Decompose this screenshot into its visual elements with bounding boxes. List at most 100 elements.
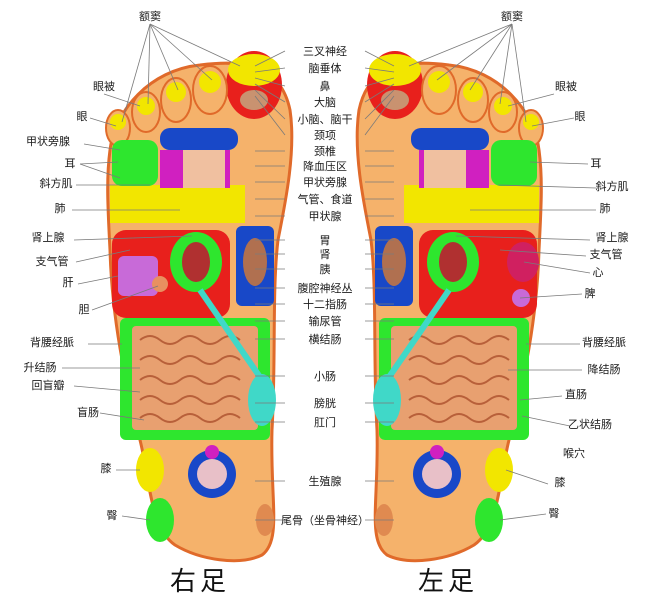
right-reproductive-top bbox=[205, 445, 219, 459]
right-gallbladder bbox=[152, 276, 168, 292]
left-eye-area bbox=[411, 128, 489, 150]
left-foot-label-0-line bbox=[511, 23, 527, 123]
center-label-17: 横结肠 bbox=[309, 332, 342, 346]
center-label-2: 鼻 bbox=[320, 79, 331, 93]
left-reproductive-inner bbox=[422, 459, 452, 489]
center-label-4-line bbox=[364, 89, 395, 120]
left-foot-label-16-line bbox=[499, 513, 547, 521]
left-foot-label-9: 脾 bbox=[585, 286, 596, 300]
right-foot-label-8-line bbox=[75, 249, 131, 263]
center-label-8: 甲状旁腺 bbox=[303, 175, 347, 189]
right-foot-label-10: 胆 bbox=[79, 303, 90, 316]
center-label-4: 小脑、脑干 bbox=[298, 113, 353, 126]
right-toe-3-dot bbox=[166, 82, 186, 102]
right-foot-label-7-line bbox=[73, 235, 193, 241]
center-label-3: 大脑 bbox=[314, 95, 336, 109]
left-bladder bbox=[373, 374, 401, 426]
left-hip bbox=[475, 498, 503, 542]
left-toe-4-dot bbox=[494, 97, 512, 115]
left-toe-3-dot bbox=[463, 82, 483, 102]
center-label-14: 腹腔神经丛 bbox=[298, 281, 353, 295]
right-foot-label-8: 支气管 bbox=[36, 254, 69, 268]
left-foot-label-12-line bbox=[519, 395, 563, 401]
right-foot-label-4: 耳 bbox=[65, 157, 76, 170]
right-foot-label-2: 眼 bbox=[77, 110, 88, 123]
left-reproductive-top bbox=[430, 445, 444, 459]
left-foot-label-7-line bbox=[499, 249, 587, 257]
right-foot-label-13: 回盲瓣 bbox=[32, 378, 65, 392]
right-toe-5-dot bbox=[110, 114, 126, 130]
leader-lines bbox=[62, 23, 597, 521]
left-kidney bbox=[439, 242, 467, 282]
center-label-9: 气管、食道 bbox=[298, 192, 353, 206]
right-ear-area bbox=[112, 140, 158, 186]
right-liver bbox=[118, 256, 158, 296]
center-label-20: 肛门 bbox=[314, 415, 336, 429]
left-ureter bbox=[384, 288, 452, 382]
right-foot-label-0-line bbox=[149, 23, 179, 91]
right-intestine-coils bbox=[139, 335, 241, 423]
right-shoulder-band bbox=[110, 185, 245, 223]
left-foot-label-0-line bbox=[436, 23, 513, 81]
left-foot-label-14: 喉穴 bbox=[563, 446, 585, 460]
center-label-1-line bbox=[254, 67, 286, 73]
left-foot-label-2-line bbox=[531, 117, 575, 127]
right-foot-label-0-line bbox=[149, 23, 213, 81]
right-foot-label-16-line bbox=[121, 515, 151, 521]
right-foot-label-4-line bbox=[79, 163, 121, 179]
left-foot-label-10: 背腰经脈 bbox=[582, 335, 626, 349]
right-foot-label-16: 臀 bbox=[107, 509, 118, 522]
center-label-1: 脑垂体 bbox=[309, 61, 342, 75]
left-foot-label-1: 眼被 bbox=[555, 80, 577, 93]
center-label-2-line bbox=[364, 77, 395, 87]
left-heart bbox=[507, 242, 539, 282]
left-shoulder-band bbox=[404, 185, 539, 223]
center-label-12: 肾 bbox=[320, 248, 331, 261]
left-foot-label-6: 肾上腺 bbox=[596, 230, 629, 244]
left-foot-label-1-line bbox=[507, 93, 555, 107]
right-foot-label-1-line bbox=[103, 93, 141, 107]
right-foot bbox=[105, 51, 294, 563]
left-foot-label-15: 膝 bbox=[555, 476, 566, 489]
center-label-21: 生殖腺 bbox=[309, 474, 342, 488]
right-foot-label-15: 膝 bbox=[101, 462, 112, 475]
left-foot-label-8-line bbox=[523, 261, 591, 274]
right-foot-label-13-line bbox=[73, 385, 141, 393]
right-hip bbox=[146, 498, 174, 542]
right-foot-label-2-line bbox=[89, 117, 117, 127]
center-label-3-line bbox=[254, 83, 286, 103]
right-lung-inner bbox=[183, 150, 225, 188]
right-foot-label-10-line bbox=[91, 285, 159, 311]
left-foot-label-11: 降结肠 bbox=[588, 362, 621, 376]
center-label-11: 胃 bbox=[320, 234, 331, 247]
left-foot-label-2: 眼 bbox=[575, 110, 586, 123]
left-knee bbox=[485, 448, 513, 492]
right-foot-label-9: 肝 bbox=[63, 276, 74, 289]
right-foot-label-0-line bbox=[147, 23, 151, 105]
left-foot-label-8: 心 bbox=[593, 266, 604, 279]
left-foot-label-5: 肺 bbox=[600, 202, 611, 215]
center-label-4-line bbox=[254, 89, 286, 120]
center-label-13: 胰 bbox=[320, 262, 331, 276]
center-label-10: 甲状腺 bbox=[309, 209, 342, 223]
left-toe-2-dot bbox=[428, 71, 450, 93]
left-stomach bbox=[382, 238, 406, 286]
left-big-toe-top bbox=[369, 54, 421, 86]
center-label-7: 降血压区 bbox=[303, 159, 347, 173]
right-foot-label-14: 盲肠 bbox=[77, 405, 99, 419]
right-kidney bbox=[182, 242, 210, 282]
right-foot-label-14-line bbox=[99, 412, 145, 421]
left-foot-label-0: 额窦 bbox=[501, 10, 523, 23]
center-label-5: 颈项 bbox=[314, 129, 336, 142]
right-knee bbox=[136, 448, 164, 492]
center-label-1-line bbox=[364, 67, 395, 73]
left-intestine-coils bbox=[408, 335, 510, 423]
left-foot-label-0-line bbox=[499, 23, 513, 105]
center-label-18: 小肠 bbox=[314, 370, 336, 383]
left-foot-label-6-line bbox=[455, 235, 591, 241]
right-foot-label-6: 肺 bbox=[55, 202, 66, 215]
right-bladder bbox=[248, 374, 276, 426]
left-foot-label-12: 直肠 bbox=[565, 387, 587, 401]
right-brain-icon bbox=[240, 90, 268, 110]
left-ear-area bbox=[491, 140, 537, 186]
